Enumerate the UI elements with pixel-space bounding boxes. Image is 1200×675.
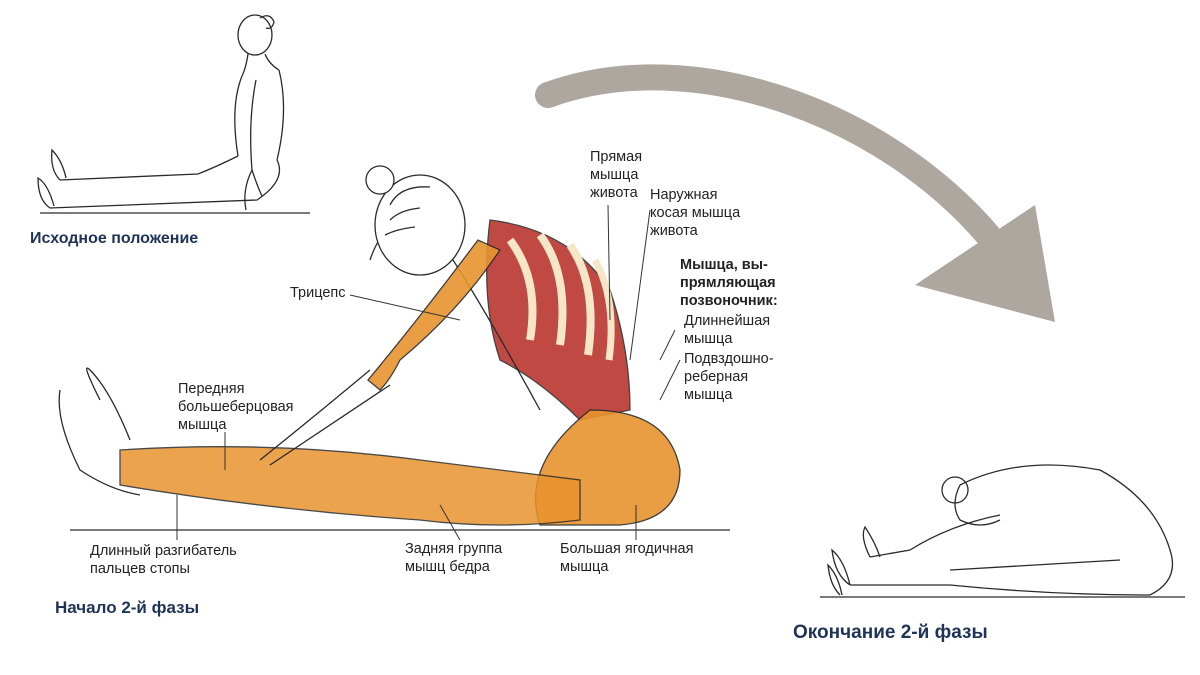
label-external-oblique: Наружная косая мышца живота <box>650 187 741 239</box>
figure-phase2-end <box>820 464 1185 598</box>
label-extensor-digitorum: Длинный разгибатель пальцев стопы <box>90 543 237 577</box>
caption-phase2-end: Окончание 2-й фазы <box>793 622 988 643</box>
label-triceps: Трицепс <box>290 285 346 301</box>
caption-start-position: Исходное положение <box>30 230 199 247</box>
caption-phase2-start: Начало 2-й фазы <box>55 598 200 617</box>
label-hamstrings: Задняя группа мышц бедра <box>405 541 503 575</box>
figure-start-position <box>37 14 310 214</box>
label-rectus-abdominis: Прямая мышца живота <box>590 149 643 201</box>
label-longissimus: Длиннейшая мышца <box>684 313 771 347</box>
label-tibialis-anterior: Передняя большеберцовая мышца <box>178 381 294 433</box>
label-erector-spinae: Мышца, вы- прямляющая позвоночник: <box>680 257 778 309</box>
label-gluteus-maximus: Большая ягодичная мышца <box>560 541 694 575</box>
label-iliocostalis: Подвздошно- реберная мышца <box>684 351 774 403</box>
